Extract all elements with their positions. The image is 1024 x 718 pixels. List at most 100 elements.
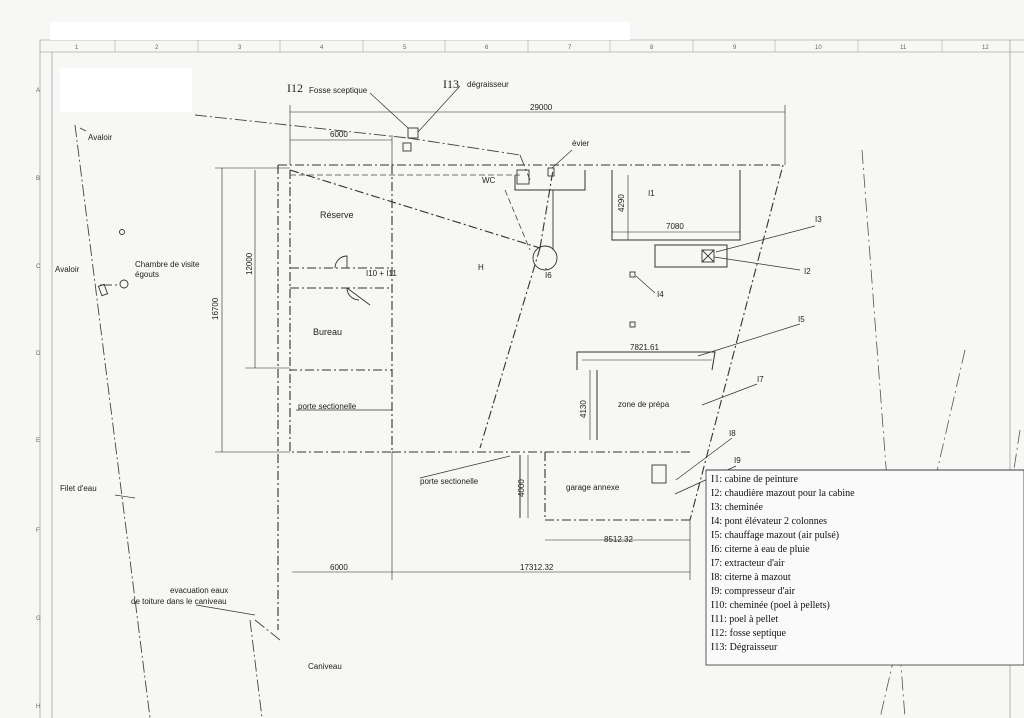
label-i7: I7 bbox=[757, 375, 764, 384]
label-porte-1: porte sectionelle bbox=[298, 402, 357, 411]
label-evac-2: de toiture dans le caniveau bbox=[131, 597, 227, 606]
inner-dashed bbox=[290, 174, 531, 251]
label-i10-i11: I10 + I11 bbox=[366, 269, 397, 278]
legend: I1: cabine de peinture I2: chaudière maz… bbox=[705, 469, 1024, 666]
grid-row-d: D bbox=[36, 351, 41, 357]
dim-total-width: 29000 bbox=[530, 103, 553, 112]
dim-i5-width: 7821.61 bbox=[630, 343, 659, 352]
label-i6: I6 bbox=[545, 271, 552, 280]
i3-chimney-symbol bbox=[701, 249, 715, 263]
grid-col-5: 5 bbox=[403, 45, 407, 51]
dim-height-inner: 12000 bbox=[245, 252, 254, 275]
legend-item-i3: I3: cheminée bbox=[711, 502, 763, 513]
legend-item-i8: I8: citerne à mazout bbox=[711, 572, 791, 583]
legend-item-i6: I6: citerne à eau de pluie bbox=[711, 544, 810, 555]
degraisseur-symbol bbox=[407, 127, 419, 139]
dimension-labels: 29000 6000 16700 12000 4290 7080 7821.61… bbox=[211, 103, 684, 572]
dimension-lines bbox=[215, 105, 786, 580]
legend-item-i2: I2: chaudière mazout pour la cabine bbox=[711, 488, 855, 499]
legend-item-i1: I1: cabine de peinture bbox=[711, 474, 798, 485]
label-i13: I13 bbox=[443, 77, 459, 91]
label-i4: I4 bbox=[657, 290, 664, 299]
label-chambre-2: égouts bbox=[135, 270, 159, 279]
grid-row-e: E bbox=[36, 438, 40, 444]
equipment-symbols bbox=[97, 127, 715, 484]
legend-item-i7: I7: extracteur d'air bbox=[711, 558, 785, 569]
grid-col-2: 2 bbox=[155, 45, 159, 51]
label-caniveau: Caniveau bbox=[308, 662, 342, 671]
dim-prep-height: 4130 bbox=[579, 400, 588, 418]
label-porte-2: porte sectionelle bbox=[420, 477, 479, 486]
doors bbox=[334, 190, 558, 306]
i8-tank-symbol bbox=[651, 464, 667, 484]
legend-item-i12: I12: fosse septique bbox=[711, 628, 787, 639]
label-i1: I1 bbox=[648, 189, 655, 198]
evier-symbol bbox=[547, 167, 555, 177]
legend-item-i10: I10: cheminée (poel à pellets) bbox=[711, 600, 830, 611]
dim-i1-width: 7080 bbox=[666, 222, 684, 231]
dim-height-total: 16700 bbox=[211, 297, 220, 320]
label-avaloir-left: Avaloir bbox=[55, 265, 80, 274]
walls-solid bbox=[514, 170, 741, 518]
grid-col-ticks bbox=[114, 40, 943, 52]
grid-col-3: 3 bbox=[238, 45, 242, 51]
grid-row-g: G bbox=[36, 616, 41, 622]
label-i3: I3 bbox=[815, 215, 822, 224]
label-chambre-1: Chambre de visite bbox=[135, 260, 200, 269]
i4-lift-post-1 bbox=[629, 271, 636, 278]
label-i8: I8 bbox=[729, 429, 736, 438]
drainage-lines bbox=[74, 114, 531, 718]
label-h-mark: H bbox=[478, 263, 484, 272]
label-avaloir-top: Avaloir bbox=[88, 133, 113, 142]
legend-item-i4: I4: pont élévateur 2 colonnes bbox=[711, 516, 827, 527]
label-fosse: Fosse sceptique bbox=[309, 86, 368, 95]
fosse-symbol bbox=[402, 142, 412, 152]
grid-row-b: B bbox=[36, 176, 40, 182]
grid-col-11: 11 bbox=[900, 45, 907, 51]
building-outline bbox=[277, 164, 784, 630]
label-i5: I5 bbox=[798, 315, 805, 324]
grid-col-8: 8 bbox=[650, 45, 654, 51]
grid-col-7: 7 bbox=[568, 45, 572, 51]
legend-item-i13: I13: Dégraisseur bbox=[711, 642, 778, 653]
label-zone-prepa: zone de prépa bbox=[618, 400, 670, 409]
label-degraisseur: dégraisseur bbox=[467, 80, 509, 89]
legend-frame bbox=[705, 469, 1024, 666]
avaloir-symbol bbox=[97, 283, 109, 297]
dim-i1-height: 4290 bbox=[617, 194, 626, 212]
manhole-symbol bbox=[119, 279, 129, 289]
label-garage-annexe: garage annexe bbox=[566, 483, 620, 492]
dim-garage-width: 8512.32 bbox=[604, 535, 633, 544]
grid-row-labels: A B C D E F G H bbox=[36, 88, 41, 710]
grid-col-6: 6 bbox=[485, 45, 489, 51]
grid-col-4: 4 bbox=[320, 45, 324, 51]
i4-lift-post-2 bbox=[629, 321, 636, 328]
label-evier: évier bbox=[572, 139, 590, 148]
label-bureau: Bureau bbox=[313, 327, 342, 337]
grid-col-12: 12 bbox=[982, 45, 989, 51]
plan-labels: I12 Fosse sceptique I13 dégraisseur évie… bbox=[55, 77, 822, 671]
grid-col-1: 1 bbox=[75, 45, 79, 51]
grid-col-10: 10 bbox=[815, 45, 822, 51]
grid-row-c: C bbox=[36, 264, 41, 270]
legend-item-i5: I5: chauffage mazout (air pulsé) bbox=[711, 530, 839, 541]
dim-bottom-right: 17312.32 bbox=[520, 563, 554, 572]
grid-row-a: A bbox=[36, 88, 40, 94]
label-i2: I2 bbox=[804, 267, 811, 276]
dim-garage-height: 4000 bbox=[517, 479, 526, 497]
leader-lines bbox=[79, 85, 816, 616]
drain-point bbox=[119, 229, 125, 235]
label-reserve: Réserve bbox=[320, 210, 354, 220]
legend-item-i9: I9: compresseur d'air bbox=[711, 586, 796, 597]
label-i9: I9 bbox=[734, 456, 741, 465]
grid-col-9: 9 bbox=[733, 45, 737, 51]
wc-symbol bbox=[516, 169, 530, 185]
label-filet: Filet d'eau bbox=[60, 484, 97, 493]
label-i12: I12 bbox=[287, 81, 303, 95]
dim-top-left: 6000 bbox=[330, 130, 348, 139]
label-evac-1: evacuation eaux bbox=[170, 586, 228, 595]
dim-bottom-left: 6000 bbox=[330, 563, 348, 572]
grid-column-labels: 1 2 3 4 5 6 7 8 9 10 11 12 bbox=[75, 45, 989, 51]
grid-row-h: H bbox=[36, 704, 40, 710]
